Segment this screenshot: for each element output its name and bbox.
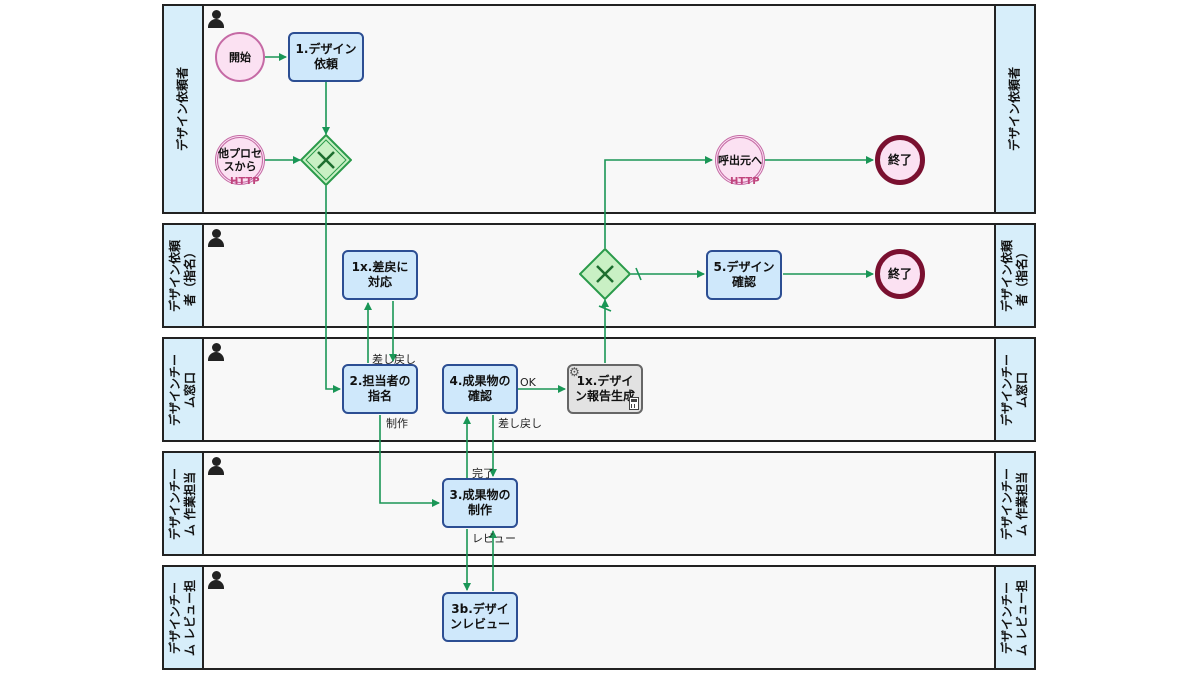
flow-task2-task3 [379,415,440,507]
task-confirm-design[interactable]: 5.デザイン確認 [706,250,782,300]
task-design-review[interactable]: 3b.デザインレビュー [442,592,518,642]
person-icon [208,10,224,28]
exclusive-gateway-icon [300,134,352,186]
flow-label-sendback: 差し戻し [372,353,416,366]
lane-header-right: デザイン依頼者（指名） [994,225,1034,326]
person-icon [208,571,224,589]
flow-label-ok: OK [520,376,536,389]
service-task-report[interactable]: ⚙ 1x.デザイン報告生成 [567,364,643,414]
end-event[interactable]: 終了 [875,249,925,299]
lane-header-right: デザイン依頼者 [994,6,1034,212]
http-tag: HTTP [730,176,760,187]
flow-label-done: 完了 [472,467,494,480]
lane-header-right: デザインチーム 作業担当 [994,453,1034,554]
lane-header-left: デザインチーム 作業担当 [164,453,204,554]
person-icon [208,343,224,361]
task-handle-sendback[interactable]: 1x.差戻に対応 [342,250,418,300]
lane-header-right: デザインチーム レビュー担 [994,567,1034,668]
lane-design-team-reviewer: デザインチーム レビュー担 デザインチーム レビュー担 [162,565,1036,670]
flow-label-sendback: 差し戻し [498,417,542,430]
end-event[interactable]: 終了 [875,135,925,185]
http-tag: HTTP [230,176,260,187]
lane-header-right: デザインチーム窓口 [994,339,1034,440]
task-assign-owner[interactable]: 2.担当者の指名 [342,364,418,414]
task-produce-deliverable[interactable]: 3.成果物の制作 [442,478,518,528]
flow-gw2-msgout [604,156,713,248]
lane-header-left: デザイン依頼者 [164,6,204,212]
lane-header-left: デザイン依頼者（指名） [164,225,204,326]
flow-gw1-task2 [325,186,341,393]
flow-label-review: レビュー [472,532,516,545]
calculator-icon [629,397,639,410]
lane-design-team-worker: デザインチーム 作業担当 デザインチーム 作業担当 [162,451,1036,556]
lane-header-left: デザインチーム窓口 [164,339,204,440]
task-check-deliverable[interactable]: 4.成果物の確認 [442,364,518,414]
person-icon [208,229,224,247]
person-icon [208,457,224,475]
gear-icon: ⚙ [569,365,580,379]
message-throw-event[interactable]: 呼出元へ [715,135,765,185]
task-design-request[interactable]: 1.デザイン依頼 [288,32,364,82]
exclusive-gateway-icon [579,248,631,300]
start-event[interactable]: 開始 [215,32,265,82]
flow-label-produce: 制作 [386,417,408,430]
lane-header-left: デザインチーム レビュー担 [164,567,204,668]
service-task-label: 1x.デザイン報告生成 [574,374,635,403]
message-start-event[interactable]: 他プロセスから [215,135,265,185]
